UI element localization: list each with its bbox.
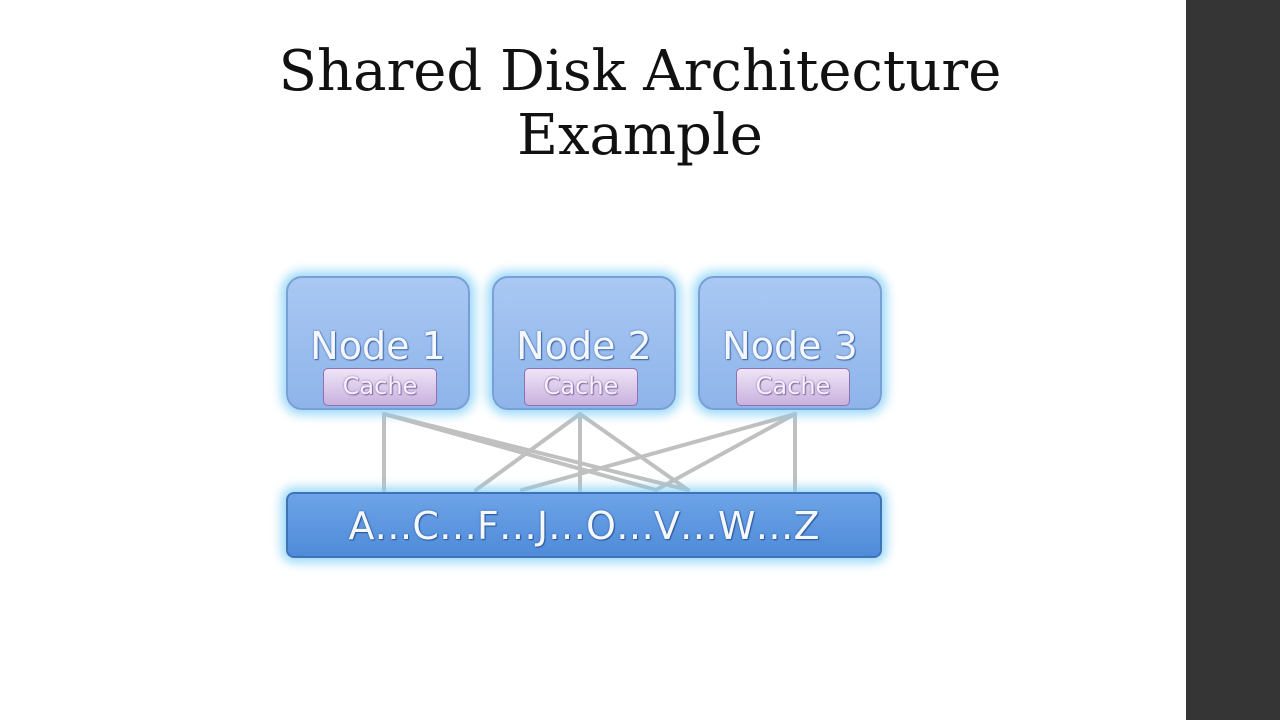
shared-disk-label: A…C…F…J…O…V…W…Z bbox=[348, 504, 820, 548]
node-2-box: Node 2 Cache bbox=[492, 276, 676, 410]
node-3-label: Node 3 bbox=[722, 324, 858, 368]
node-3-cache: Cache bbox=[736, 368, 850, 406]
link-node2-disk-f bbox=[474, 412, 582, 492]
node-3-box: Node 3 Cache bbox=[698, 276, 882, 410]
link-node3-disk-f bbox=[520, 412, 797, 492]
node-2-cache: Cache bbox=[524, 368, 638, 406]
link-node3-disk-o bbox=[654, 412, 797, 492]
node-1-label: Node 1 bbox=[310, 324, 446, 368]
slide-title: Shared Disk Architecture Example bbox=[240, 40, 1040, 168]
slide-title-line-2: Example bbox=[517, 103, 763, 168]
side-bar bbox=[1186, 0, 1280, 720]
shared-disk: A…C…F…J…O…V…W…Z bbox=[286, 492, 882, 558]
link-node1-disk-v bbox=[382, 412, 690, 492]
node-2-label: Node 2 bbox=[516, 324, 652, 368]
node-1-cache: Cache bbox=[323, 368, 437, 406]
link-node2-disk-v bbox=[578, 412, 690, 492]
slide-title-line-1: Shared Disk Architecture bbox=[278, 39, 1002, 104]
node-1-box: Node 1 Cache bbox=[286, 276, 470, 410]
link-node1-disk-o bbox=[382, 412, 658, 492]
